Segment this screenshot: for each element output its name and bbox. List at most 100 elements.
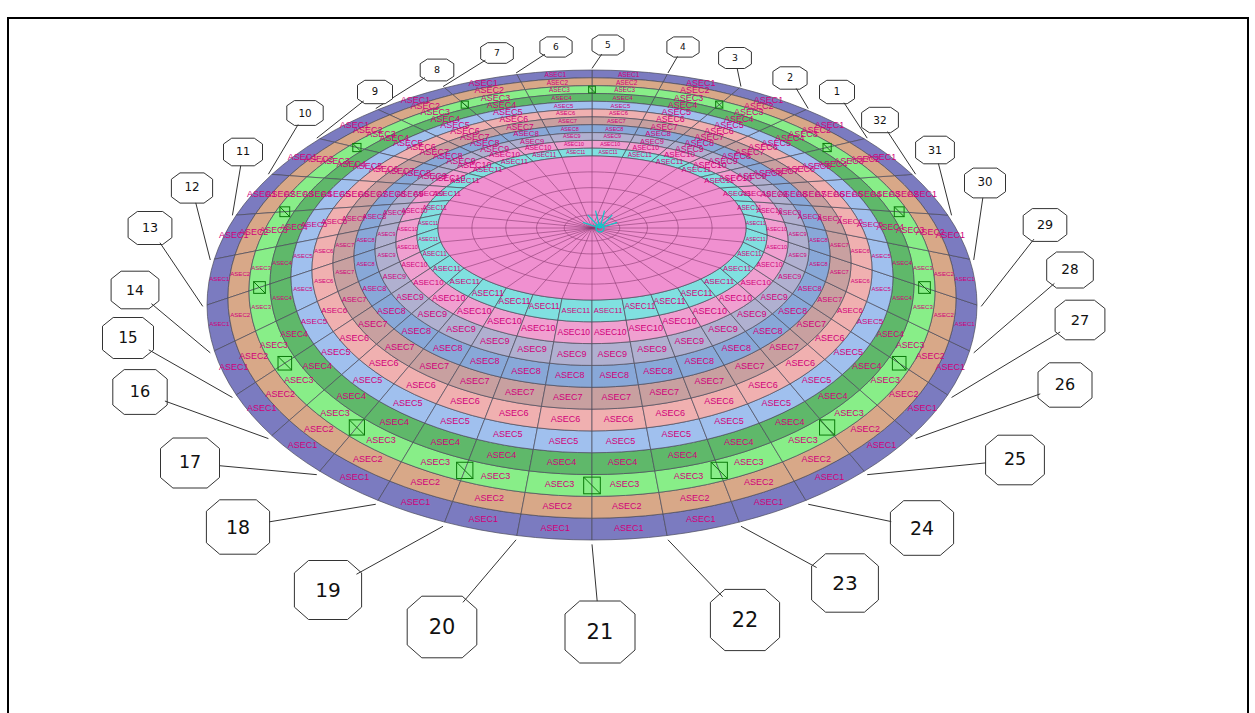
section-label: ASEC6 (786, 359, 816, 368)
section-label: ASEC4 (303, 362, 333, 371)
section-label: ASEC9 (396, 293, 423, 301)
section-label: ASEC3 (834, 409, 864, 418)
section-label: ASEC5 (440, 417, 470, 426)
section-label: ASEC4 (892, 260, 912, 266)
section-label: ASEC10 (525, 145, 551, 152)
section-label: ASEC7 (460, 377, 490, 386)
section-label: ASEC10 (457, 307, 492, 316)
section-label: ASEC6 (851, 249, 870, 255)
section-label: ASEC1 (936, 363, 966, 372)
shell-element (533, 428, 592, 453)
grid-bubble (103, 318, 154, 359)
grid-bubble (128, 212, 172, 245)
section-label: ASEC7 (817, 296, 842, 304)
callout-number: 27 (1071, 313, 1090, 328)
section-label: ASEC6 (321, 307, 347, 315)
section-label: ASEC5 (549, 437, 579, 446)
section-label: ASEC2 (744, 478, 774, 487)
callout-number: 7 (494, 48, 500, 57)
grid-bubble (862, 107, 899, 132)
section-label: ASEC1 (469, 515, 499, 524)
restraint-symbol (584, 477, 601, 494)
leader-line (668, 540, 723, 597)
radial-grid-line (592, 228, 678, 288)
shell-element (592, 406, 647, 431)
leader-line (356, 526, 443, 574)
grid-bubble (420, 59, 454, 81)
callout-number: 19 (315, 580, 341, 600)
restraint-symbol (254, 282, 266, 294)
section-label: ASEC9 (383, 274, 406, 281)
grid-bubble (719, 48, 752, 69)
section-label: ASEC9 (378, 253, 396, 259)
section-label: ASEC11 (746, 237, 766, 242)
section-label: ASEC11 (472, 289, 504, 298)
grid-bubble (916, 136, 955, 164)
restraint-symbol (353, 143, 361, 151)
shell-element (592, 428, 651, 453)
section-label: ASEC6 (656, 409, 686, 418)
shell-element (794, 454, 864, 501)
callout-number: 13 (142, 222, 158, 235)
radial-grid-line (450, 228, 592, 256)
section-label: ASEC3 (614, 87, 635, 93)
section-label: ASEC11 (566, 150, 585, 155)
radial-grid-line (592, 228, 746, 229)
restraint-symbol (353, 143, 361, 151)
section-label: ASEC10 (757, 262, 783, 269)
section-label: ASEC2 (239, 352, 268, 361)
section-label: ASEC1 (955, 276, 975, 282)
section-label: ASEC4 (818, 392, 848, 401)
section-label: ASEC1 (908, 404, 938, 413)
grid-bubble (667, 37, 699, 57)
section-label: ASEC4 (775, 418, 805, 427)
section-label: ASEC5 (293, 254, 312, 260)
section-label: ASEC10 (521, 324, 556, 333)
section-label: ASEC11 (450, 278, 480, 286)
section-label: ASEC1 (955, 321, 975, 327)
radial-grid-line (592, 177, 701, 228)
section-label: ASEC9 (563, 134, 581, 139)
section-label: ASEC10 (413, 279, 443, 287)
section-label: ASEC7 (830, 243, 849, 249)
section-label: ASEC10 (558, 328, 591, 337)
section-label: ASEC4 (608, 458, 638, 467)
restraint-symbol (584, 477, 601, 494)
section-label: ASEC9 (418, 310, 448, 319)
section-label: ASEC9 (737, 310, 767, 319)
restraint-symbol (892, 356, 906, 370)
restraint-symbol (820, 420, 835, 435)
section-label: ASEC4 (551, 95, 571, 101)
leader-line (232, 166, 240, 216)
section-label: ASEC7 (694, 377, 724, 386)
section-label: ASEC8 (685, 357, 715, 366)
shell-element (592, 449, 655, 474)
support-symbol (600, 222, 617, 228)
section-label: ASEC5 (321, 348, 351, 357)
section-label: ASEC11 (594, 307, 623, 315)
section-label: ASEC7 (420, 362, 450, 371)
section-label: ASEC3 (284, 376, 314, 385)
section-label: ASEC11 (433, 265, 461, 273)
grid-bubble (890, 501, 953, 556)
shell-element (558, 299, 592, 322)
section-label: ASEC9 (708, 325, 738, 334)
shell-element (546, 363, 592, 387)
section-label: ASEC11 (680, 289, 712, 298)
section-label: ASEC11 (529, 303, 560, 311)
section-label: ASEC11 (532, 152, 556, 158)
section-label: ASEC8 (511, 367, 541, 376)
section-label: ASEC7 (335, 270, 354, 276)
section-label: ASEC6 (851, 279, 870, 285)
section-label: ASEC2 (230, 312, 250, 318)
section-label: ASEC9 (789, 253, 807, 259)
leader-line (269, 504, 376, 522)
callout-number: 25 (1004, 451, 1026, 469)
section-label: ASEC10 (594, 328, 627, 337)
leader-line (268, 125, 298, 175)
section-label: ASEC8 (798, 285, 822, 292)
section-label: ASEC1 (867, 441, 897, 450)
section-label: ASEC2 (851, 425, 881, 434)
radial-grid-line (592, 228, 701, 279)
section-label: ASEC2 (304, 425, 334, 434)
